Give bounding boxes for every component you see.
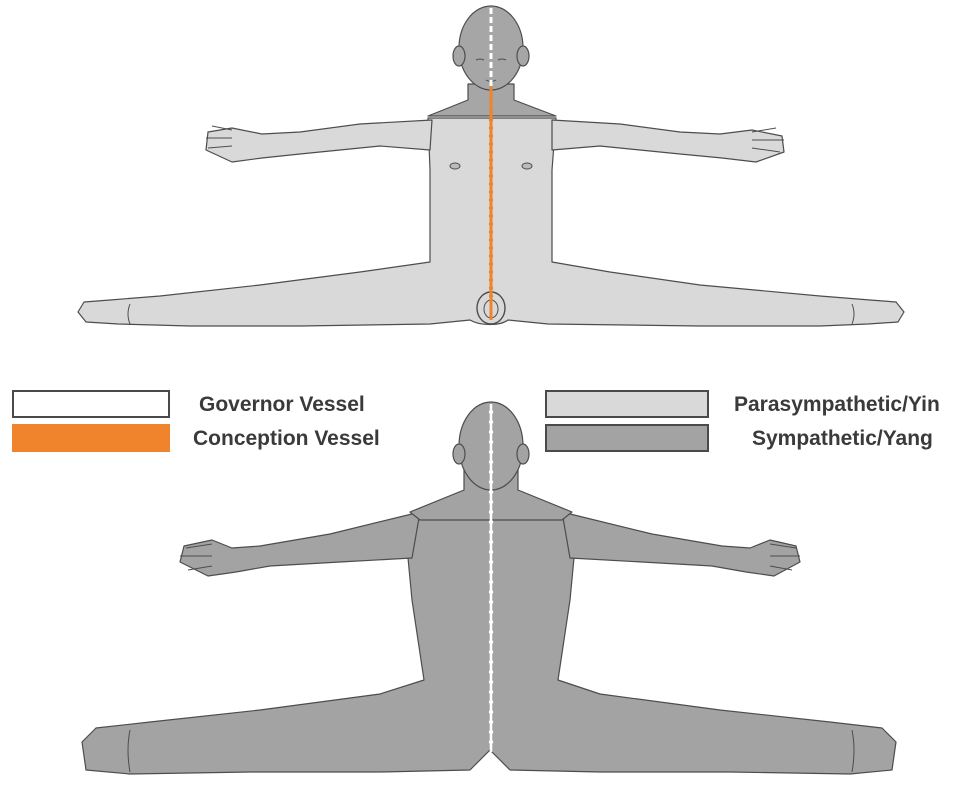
governor-point: [489, 450, 493, 454]
governor-point: [489, 650, 493, 654]
conception-point: [489, 230, 493, 234]
governor-point: [489, 660, 493, 664]
governor-point: [489, 460, 493, 464]
sympathetic-swatch: [545, 424, 709, 452]
governor-point: [489, 700, 493, 704]
front-left-ear: [453, 46, 465, 66]
governor-point: [489, 480, 493, 484]
conception-point: [489, 158, 493, 162]
conception-point: [489, 246, 493, 250]
governor-point: [489, 710, 493, 714]
conception-point: [489, 174, 493, 178]
governor-point: [489, 500, 493, 504]
governor-point: [489, 600, 493, 604]
conception-point: [489, 294, 493, 298]
governor-vessel-label: Governor Vessel: [199, 393, 365, 417]
back-right-ear: [517, 444, 529, 464]
governor-point: [489, 540, 493, 544]
governor-point: [489, 550, 493, 554]
front-right-nipple: [522, 163, 532, 169]
governor-vessel-swatch: [12, 390, 170, 418]
conception-point: [489, 286, 493, 290]
front-right-arm: [552, 120, 784, 162]
governor-point: [489, 520, 493, 524]
governor-point: [489, 720, 493, 724]
governor-point: [489, 610, 493, 614]
conception-point: [489, 214, 493, 218]
front-right-ear: [517, 46, 529, 66]
back-left-ear: [453, 444, 465, 464]
governor-point: [489, 740, 493, 744]
back-left-arm: [180, 512, 420, 576]
conception-point: [489, 126, 493, 130]
conception-point: [489, 182, 493, 186]
conception-point: [489, 278, 493, 282]
governor-point: [489, 680, 493, 684]
conception-point: [489, 270, 493, 274]
governor-point: [489, 620, 493, 624]
conception-point: [489, 190, 493, 194]
governor-point: [489, 560, 493, 564]
conception-point: [489, 118, 493, 122]
front-left-arm: [206, 120, 432, 162]
conception-point: [489, 166, 493, 170]
parasympathetic-swatch: [545, 390, 709, 418]
governor-point: [489, 470, 493, 474]
governor-point: [489, 410, 493, 414]
conception-point: [489, 134, 493, 138]
governor-point: [489, 630, 493, 634]
conception-point: [489, 198, 493, 202]
back-right-arm: [562, 512, 800, 576]
governor-point: [489, 510, 493, 514]
conception-vessel-label: Conception Vessel: [193, 427, 380, 451]
governor-point: [489, 530, 493, 534]
governor-point: [489, 730, 493, 734]
governor-point: [489, 670, 493, 674]
governor-point: [489, 420, 493, 424]
conception-point: [489, 262, 493, 266]
conception-point: [489, 254, 493, 258]
conception-point: [489, 206, 493, 210]
governor-point: [489, 490, 493, 494]
back-figure: [82, 402, 896, 774]
conception-point: [489, 142, 493, 146]
governor-point: [489, 640, 493, 644]
conception-vessel-swatch: [12, 424, 170, 452]
sympathetic-label: Sympathetic/Yang: [752, 427, 933, 451]
governor-point: [489, 580, 493, 584]
conception-point: [489, 222, 493, 226]
front-left-nipple: [450, 163, 460, 169]
conception-point: [489, 110, 493, 114]
parasympathetic-label: Parasympathetic/Yin: [734, 393, 940, 417]
governor-point: [489, 430, 493, 434]
governor-point: [489, 570, 493, 574]
governor-point: [489, 590, 493, 594]
governor-point: [489, 690, 493, 694]
governor-point: [489, 440, 493, 444]
conception-point: [489, 238, 493, 242]
conception-point: [489, 150, 493, 154]
